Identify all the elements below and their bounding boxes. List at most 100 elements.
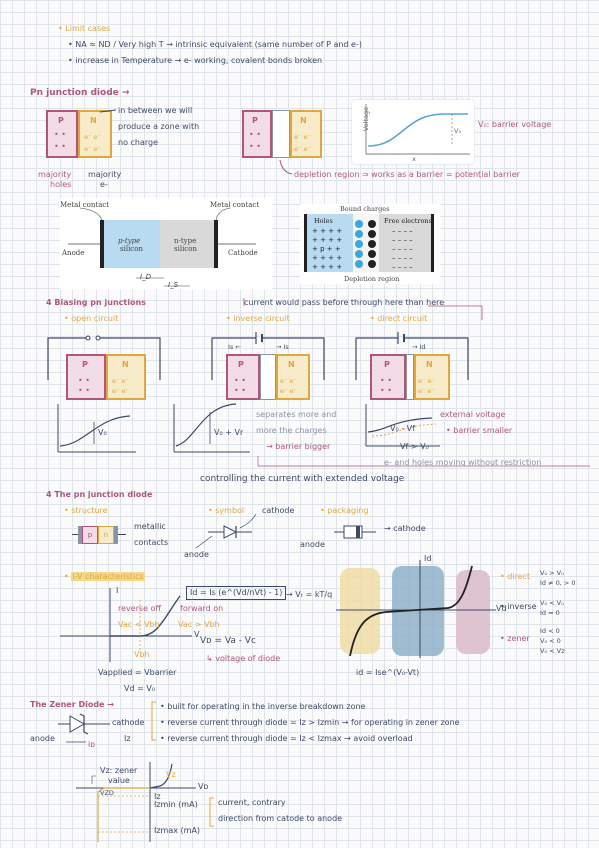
is-label-2: → Is <box>276 343 289 351</box>
symbol-cathode: cathode <box>262 506 295 515</box>
axis-i: I <box>116 586 119 595</box>
iv-formula: Id = Is (e^(Vd/nVt) - 1) <box>186 586 287 600</box>
barrier-smaller: • barrier smaller <box>446 426 513 435</box>
majority-electrons-sub: e- <box>100 180 108 189</box>
pn-diode-title: Pn junction diode → <box>30 88 130 98</box>
zener-c1: Id < 0 <box>540 627 560 635</box>
open-circuit-label: • open circuit <box>64 314 119 323</box>
reverse-off: reverse off <box>118 604 162 613</box>
moving-note: e- and holes moving without restriction <box>384 458 542 467</box>
packaging-label: • packaging <box>320 506 369 515</box>
axis-vd: Vd <box>496 604 507 613</box>
zener-bullet2: • reverse current through diode = Iz > I… <box>160 718 460 727</box>
barrier-bigger: → barrier bigger <box>266 442 331 451</box>
pn-note-line2: produce a zone with <box>118 122 200 131</box>
current-note1: current, contrary <box>218 798 286 807</box>
separates-line2: more the charges <box>256 426 327 435</box>
v0-label: V₀ <box>98 428 107 437</box>
zener-iz: Iz <box>124 734 131 743</box>
iz-min: Izmin (mA) <box>154 800 198 809</box>
metallic-label: metallic <box>134 522 166 531</box>
vd-eq2: Vd = V₀ <box>124 684 156 693</box>
vzd-label: VZD <box>100 789 114 797</box>
symbol-label: • symbol <box>208 506 245 515</box>
inverse-circuit-label: • inverse circuit <box>226 314 290 323</box>
zener-c3: V₀ < Vz <box>540 647 565 655</box>
arrow-to-note <box>99 109 117 113</box>
iv-curve-left <box>60 588 192 662</box>
diode-symbol-icon <box>195 513 257 549</box>
current-note: current would pass before through here t… <box>244 298 445 307</box>
junction-diode-title: 4 The pn junction diode <box>46 490 153 499</box>
external-voltage: external voltage <box>440 410 506 419</box>
iz-max: Izmax (mA) <box>154 826 201 835</box>
voltage-of-diode: ↳ voltage of diode <box>206 654 281 663</box>
vac-gt: Vac > Vbh <box>178 620 220 629</box>
v0-vf-label: V₀ - Vf <box>390 424 415 433</box>
zener-vd: Vᴅ <box>198 782 209 791</box>
id-label: → Id <box>412 343 426 351</box>
vf-gt-v0: Vf > V₀ <box>400 442 429 451</box>
pn-block-left: P • • • • N e⁻ e⁻ e⁻ e⁻ <box>46 110 112 158</box>
contacts-label: contacts <box>134 538 169 547</box>
controlling-note: controlling the current with extended vo… <box>200 474 405 484</box>
zener-c2: V₀ < 0 <box>540 637 561 645</box>
is-label-1: Is ← <box>228 343 241 351</box>
zener-brace <box>209 797 214 827</box>
voltage-graph: Voltage x V₀ <box>352 100 474 164</box>
forward-on: forward on <box>180 604 224 613</box>
zener-graph <box>76 762 196 842</box>
majority-holes-sub: holes <box>50 180 72 189</box>
current-note2: direction from catode to anode <box>218 814 343 823</box>
diode-cross-section: Metal contact Metal contact p-type silic… <box>60 198 272 290</box>
diode-package-icon <box>334 525 376 539</box>
separates-line1: separates more and <box>256 410 337 419</box>
zener-anode: anode <box>30 734 55 743</box>
limit-cases-line2: • increase in Temperature → e- working, … <box>68 56 323 65</box>
depletion-arrow <box>279 159 293 175</box>
packaging-cathode: → cathode <box>384 524 426 533</box>
vbh-label: Vbh <box>134 650 150 659</box>
direct-region: • direct <box>500 572 531 581</box>
zener-bullet3: • reverse current through diode = Iz < I… <box>160 734 413 743</box>
direct-circuit-label: • direct circuit <box>370 314 428 323</box>
vz-label2: value <box>108 776 130 785</box>
direct-c2: Id ≠ 0, > 0 <box>540 579 576 587</box>
vt-formula: → Vₜ = kT/q <box>286 590 333 599</box>
vz-label: Vz: zener <box>100 766 138 775</box>
limit-cases-title: • Limit cases <box>58 24 111 33</box>
inverse-c2: Id ≈ 0 <box>540 609 560 617</box>
packaging-anode: anode <box>300 540 325 549</box>
barrier-voltage-label: V₀: barrier voltage <box>478 120 552 129</box>
iz-axis: Iz <box>154 792 161 801</box>
limit-cases-line1: • NA ≈ ND / Very high T → intrinsic equi… <box>68 40 362 49</box>
vapplied-eq: Vapplied = Vbarrier <box>98 668 177 677</box>
majority-holes: majority <box>38 170 72 179</box>
depletion-figure: Bound charges Holes Free electrons + + +… <box>300 204 440 284</box>
structure-diagram: p n <box>72 526 130 544</box>
depletion-note: depletion region ⇒ works as a barrier = … <box>294 170 520 179</box>
zener-symbol-icon <box>58 701 156 743</box>
axis-v: V <box>194 630 200 639</box>
v0-vr-label: V₀ + Vr <box>214 428 244 437</box>
vac-lt: Vac < Vbh <box>118 620 160 629</box>
biasing-title: 4 Biasing pn junctions <box>46 298 146 307</box>
inverse-c1: V₀ < V₀ <box>540 599 564 607</box>
zener-bullet1: • built for operating in the inverse bre… <box>160 702 366 711</box>
majority-electrons: majority <box>88 170 122 179</box>
zener-cathode: cathode <box>112 718 145 727</box>
zener-region: • zener <box>500 634 530 643</box>
direct-c1: V₀ > V₀ <box>540 569 564 577</box>
pn-block-depletion: P • • • • N e⁻ e⁻ e⁻ e⁻ <box>242 110 322 158</box>
symbol-anode: anode <box>184 550 209 559</box>
zener-title: The Zener Diode → <box>30 700 114 709</box>
vz-short: Vz <box>166 770 176 779</box>
pn-note-line3: no charge <box>118 138 159 147</box>
vd-eq: Vᴅ = Va - Vc <box>200 636 256 646</box>
iv-regions <box>336 560 496 662</box>
inverse-region: • inverse <box>500 602 537 611</box>
pn-note-line1: in between we will <box>118 106 193 115</box>
